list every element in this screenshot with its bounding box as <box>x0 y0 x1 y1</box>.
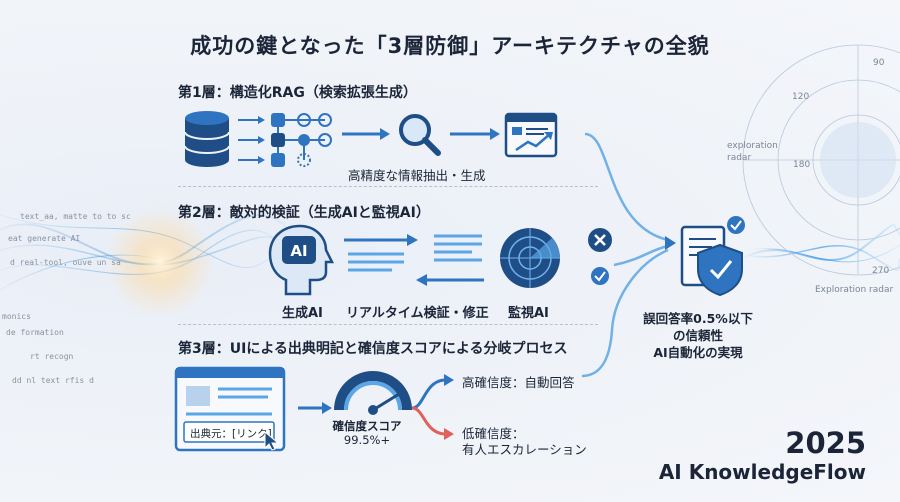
result-icon <box>680 216 745 297</box>
document-shield-icon <box>680 216 745 297</box>
flow-arrow-icon <box>342 128 390 140</box>
generator-label: 生成AI <box>282 306 323 321</box>
cross-icon <box>588 228 612 252</box>
high-confidence-branch: 高確信度：自動回答 <box>462 375 575 390</box>
bottom-arrow-icon <box>416 274 484 286</box>
layer1-caption: 高精度な情報抽出・生成 <box>348 168 486 183</box>
up-arrow-head <box>444 374 454 386</box>
layer2-flow: AI <box>268 224 560 296</box>
light-flare <box>105 207 215 317</box>
layer3-flow <box>298 371 454 440</box>
code-fragment: rt recogn <box>30 352 74 361</box>
ai-head-icon: AI <box>268 224 335 296</box>
magnifier-icon <box>399 114 441 156</box>
layer1-flow <box>184 111 558 167</box>
code-fragment: text_aa, matte to to sc <box>20 212 131 221</box>
code-fragment: monics <box>2 312 31 321</box>
code-fragment: d real-tool, ouve un sa <box>10 258 121 267</box>
browser-window-icon <box>174 366 286 452</box>
brand-block: 2025 AI KnowledgeFlow <box>659 427 866 485</box>
radar-label: radar <box>727 153 752 163</box>
low-confidence-branch: 有人エスカレーション <box>462 442 587 457</box>
brand-year: 2025 <box>785 426 866 460</box>
down-arrow-head <box>444 428 454 440</box>
radar-tick: 270 <box>872 266 890 276</box>
branch-lines <box>411 378 445 436</box>
radar-core <box>820 122 896 198</box>
process-label: リアルタイム検証・修正 <box>346 306 489 321</box>
radar-tick: 90 <box>873 58 885 68</box>
score-label: 確信度スコア <box>332 419 402 433</box>
radar-label: exploration <box>727 141 778 151</box>
section-divider <box>178 324 598 325</box>
code-fragment: dd nl text rfis d <box>12 376 94 385</box>
ai-badge: AI <box>290 242 307 260</box>
right-light-waves <box>739 224 900 272</box>
radar-icon <box>500 228 560 288</box>
score-value: 99.5%+ <box>343 433 391 447</box>
low-confidence-branch: 低確信度： <box>462 426 525 441</box>
brand-name: AI KnowledgeFlow <box>658 460 866 484</box>
top-arrow-icon <box>344 234 418 246</box>
database-icon <box>184 111 230 167</box>
result-line: の信頼性 <box>672 328 723 343</box>
result-statement: 誤回答率0.5%以下 の信頼性 AI自動化の実現 <box>628 310 768 361</box>
structure-graph-icon <box>271 113 332 167</box>
radar-label: Exploration radar <box>815 285 894 295</box>
code-fragment: eat generate AI <box>8 234 81 243</box>
layer2-heading: 第2層：敵対的検証（生成AIと監視AI） <box>178 205 430 221</box>
result-line: 誤回答率0.5%以下 <box>643 311 753 326</box>
report-window-icon <box>504 112 558 158</box>
text-lines-icon <box>348 234 482 272</box>
source-link[interactable]: 出典元：[リンク] <box>190 428 272 440</box>
flow-arrow-icon <box>450 128 500 140</box>
layer1-heading: 第1層：構造化RAG（検索拡張生成） <box>178 85 417 101</box>
radar-tick: 120 <box>792 92 810 102</box>
source-window <box>174 366 286 452</box>
split-arrows-icon <box>238 116 265 164</box>
page-title: 成功の鍵となった「3層防御」アーキテクチャの全貌 <box>190 34 710 58</box>
cursor-icon <box>264 430 280 451</box>
result-line: AI自動化の実現 <box>653 345 743 360</box>
flow-arrow-icon <box>298 402 332 414</box>
verification-marks <box>588 228 612 285</box>
gauge-icon <box>334 371 412 415</box>
code-fragment: de formation <box>6 328 64 337</box>
monitor-label: 監視AI <box>508 306 549 321</box>
check-icon <box>591 267 609 285</box>
layer3-heading: 第3層：UIによる出典明記と確信度スコアによる分岐プロセス <box>178 341 568 357</box>
section-divider <box>178 186 598 187</box>
radar-tick: 180 <box>793 160 811 170</box>
